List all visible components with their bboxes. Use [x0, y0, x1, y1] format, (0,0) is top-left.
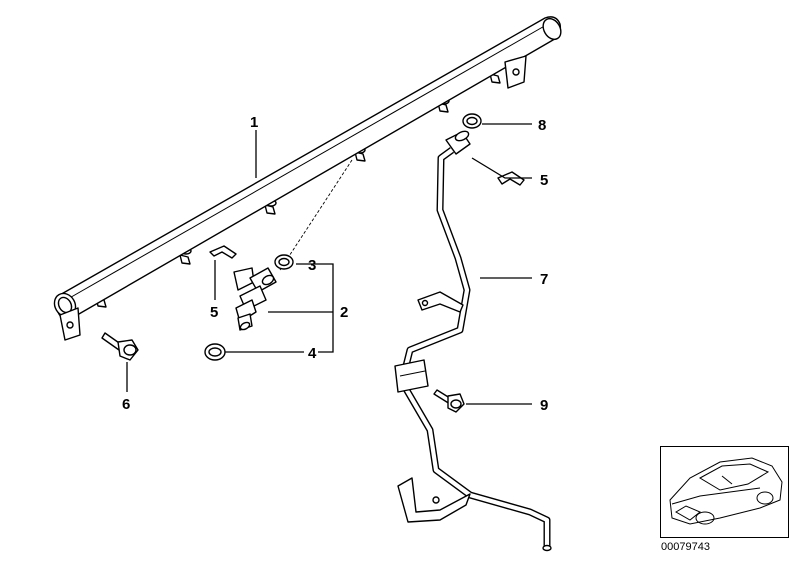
callout-5-injector: 5 [210, 304, 218, 321]
o-ring-lower [204, 343, 226, 361]
callout-5-line: 5 [540, 172, 548, 189]
leader-lines [126, 123, 532, 405]
diagram-id: 00079743 [661, 541, 710, 553]
clip-injector [209, 245, 237, 259]
callout-8: 8 [538, 117, 546, 134]
bolt-line [433, 389, 465, 413]
callout-1: 1 [250, 114, 258, 131]
o-ring-line [462, 113, 482, 129]
callout-9: 9 [540, 397, 548, 414]
callout-6: 6 [122, 396, 130, 413]
car-thumbnail [669, 457, 783, 525]
fuel-feed-line [394, 130, 552, 552]
car-thumbnail-frame [660, 446, 789, 538]
callout-3: 3 [308, 257, 316, 274]
callout-4: 4 [308, 345, 317, 362]
fuel-rail [53, 16, 562, 341]
o-ring-upper [274, 254, 294, 270]
fuel-injector [233, 159, 353, 331]
callout-7: 7 [540, 271, 548, 288]
callout-2: 2 [340, 304, 348, 321]
bolt-rail [101, 332, 139, 361]
